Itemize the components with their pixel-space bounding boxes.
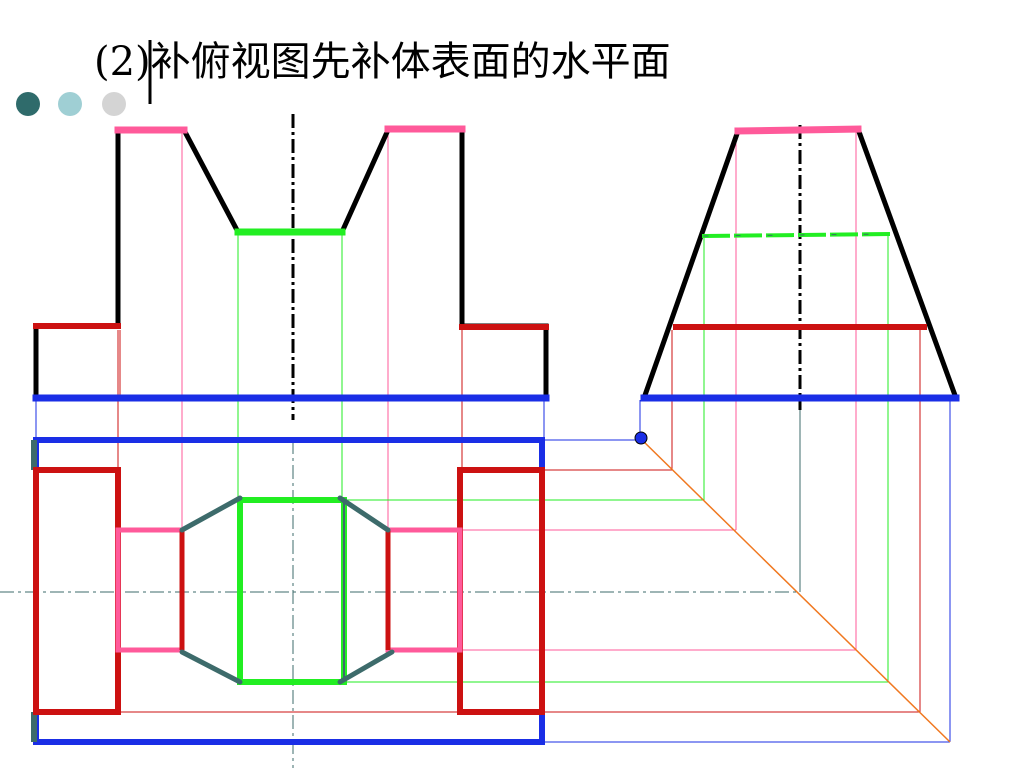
chamfer-line (337, 649, 395, 685)
front-view (32, 125, 550, 402)
top-pink-right (385, 527, 463, 653)
top-pink-left (115, 527, 185, 653)
decorative-bullets (16, 92, 136, 116)
page-title: (2)补俯视图先补体表面的水平面 (94, 39, 671, 85)
chamfer-line (337, 495, 391, 533)
top-view (31, 437, 545, 745)
side-top-face (734, 125, 862, 135)
bullet-dot-icon (58, 92, 82, 116)
front-outline (459, 127, 549, 401)
miter-point-marker (634, 431, 648, 445)
front-slope (180, 126, 242, 236)
front-slope (338, 126, 392, 236)
top-chamfers (179, 495, 395, 685)
side-slope (854, 125, 960, 402)
front-outline (33, 127, 121, 401)
top-base-outline (33, 437, 545, 745)
bullet-dot-icon (16, 92, 40, 116)
center-lines (0, 114, 802, 768)
chamfer-line (179, 495, 243, 533)
miter-line (639, 437, 951, 743)
bullet-dot-icon (102, 92, 126, 116)
side-slope (640, 127, 742, 402)
side-view (634, 125, 960, 445)
top-flange-right (457, 467, 545, 715)
side-hidden-face (701, 231, 895, 239)
chamfer-line (179, 649, 243, 685)
top-center-face (237, 497, 347, 685)
top-flange-left (33, 467, 121, 715)
